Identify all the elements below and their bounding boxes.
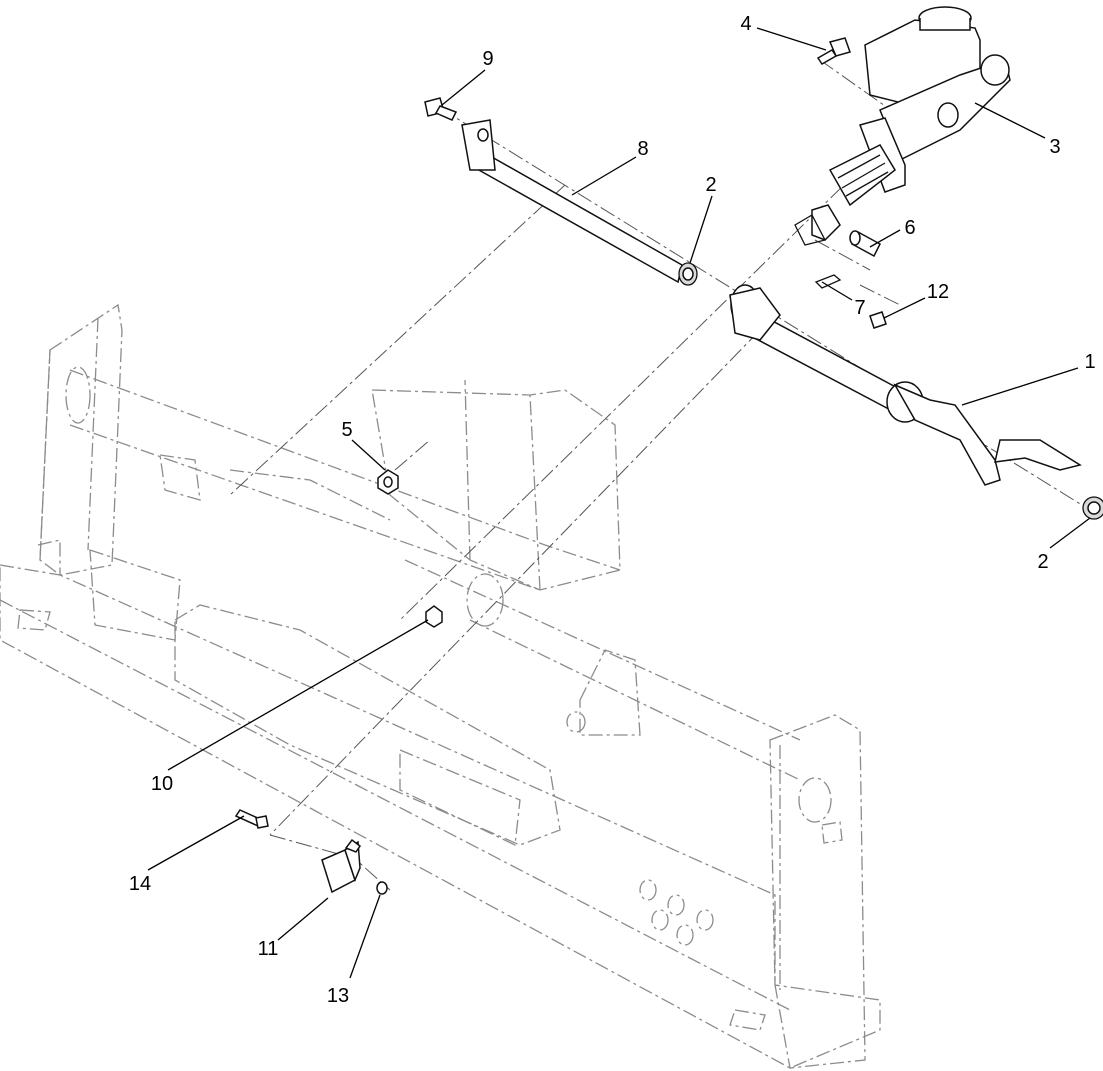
part-hex-nut-10 xyxy=(425,605,443,628)
part-cotter-pin-7 xyxy=(814,274,842,289)
part-pivot-shaft xyxy=(461,119,683,284)
callout-8: 8 xyxy=(637,138,648,160)
callout-1: 1 xyxy=(1084,351,1095,373)
part-bushing-upper xyxy=(678,262,698,286)
callout-7: 7 xyxy=(854,297,865,319)
callout-13: 13 xyxy=(327,985,349,1007)
callout-labels: 1 2 2 3 4 5 6 7 8 9 10 11 12 13 14 xyxy=(129,13,1096,1007)
part-bolt-9 xyxy=(424,97,458,121)
part-master-cylinder xyxy=(828,6,1011,207)
part-brake-pedal xyxy=(729,204,1082,486)
callout-11: 11 xyxy=(258,938,279,960)
part-hex-nut-5 xyxy=(377,469,399,495)
part-brake-switch-11 xyxy=(321,838,362,894)
part-fitting-12 xyxy=(869,311,887,329)
leader-lines xyxy=(147,27,1091,979)
part-bushing-lower xyxy=(1082,496,1103,520)
part-washer-13 xyxy=(376,881,388,895)
callout-9: 9 xyxy=(482,48,493,70)
part-bolt-4 xyxy=(816,37,851,65)
callout-6: 6 xyxy=(904,217,915,239)
callout-3: 3 xyxy=(1049,136,1060,158)
callout-14: 14 xyxy=(129,873,151,895)
callout-2-upper: 2 xyxy=(705,174,716,196)
callout-5: 5 xyxy=(341,419,352,441)
machine-frame xyxy=(0,303,881,1069)
callout-2-lower: 2 xyxy=(1037,551,1048,573)
part-clevis-pin-6 xyxy=(849,230,881,258)
callout-12: 12 xyxy=(927,281,949,303)
callout-4: 4 xyxy=(740,13,751,35)
callout-10: 10 xyxy=(151,773,173,795)
alignment-lines xyxy=(229,59,1091,891)
part-screw-14 xyxy=(234,809,269,829)
